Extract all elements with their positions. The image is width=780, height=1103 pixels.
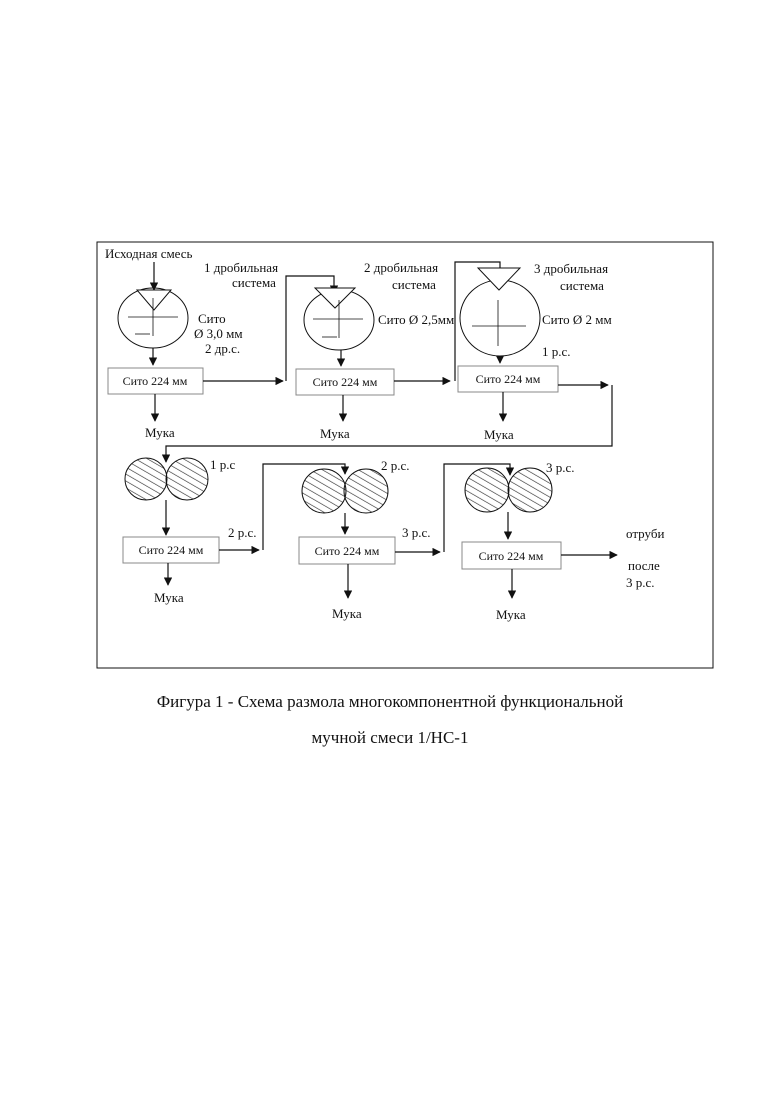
crush2-sieve-line1: Сито Ø 2,5мм	[378, 312, 454, 327]
sieve-box-g1-label: Сито 224 мм	[139, 543, 204, 557]
g2-roller-label: 2 р.с.	[381, 458, 410, 473]
roller-g1-left	[125, 458, 167, 500]
hopper-3	[478, 268, 520, 290]
bran-line2: после	[628, 558, 660, 573]
sieve-box-g2-label: Сито 224 мм	[315, 544, 380, 558]
grinding-system-2: 2 р.с. Сито 224 мм 3 р.с. Мука	[299, 458, 431, 621]
flour-c3: Мука	[484, 427, 514, 442]
crush1-title-line1: 1 дробильная	[204, 260, 278, 275]
hopper-2	[315, 288, 355, 308]
g2-out-label: 3 р.с.	[402, 525, 431, 540]
crush3-out-line: 1 р.с.	[542, 344, 571, 359]
flour-c2: Мука	[320, 426, 350, 441]
sieve-box-c2-label: Сито 224 мм	[313, 375, 378, 389]
crusher-3	[460, 280, 540, 356]
crush1-out-line: 2 др.с.	[205, 341, 240, 356]
crushing-system-1: 1 дробильная система Сито Ø 3,0 мм 2 др.…	[108, 260, 278, 440]
sieve-box-g3-label: Сито 224 мм	[479, 549, 544, 563]
flour-g3: Мука	[496, 607, 526, 622]
start-label: Исходная смесь	[105, 246, 193, 261]
flour-g2: Мука	[332, 606, 362, 621]
crush3-title-line2: система	[560, 278, 604, 293]
crushing-system-3: 3 дробильная система Сито Ø 2 мм 1 р.с. …	[458, 261, 612, 442]
g1-out-label: 2 р.с.	[228, 525, 257, 540]
grinding-system-1: 1 р.с Сито 224 мм 2 р.с. Мука	[123, 457, 257, 605]
hopper-1	[137, 290, 171, 310]
grinding-system-3: 3 р.с. Сито 224 мм Мука	[462, 460, 617, 622]
g3-roller-label: 3 р.с.	[546, 460, 575, 475]
crushing-system-2: 2 дробильная система Сито Ø 2,5мм Сито 2…	[296, 260, 454, 441]
diagram-frame	[97, 242, 713, 668]
sieve-box-c1-label: Сито 224 мм	[123, 374, 188, 388]
crush3-title-line1: 3 дробильная	[534, 261, 608, 276]
crush1-sieve-line1: Сито	[198, 311, 226, 326]
figure-caption-line1: Фигура 1 - Схема размола многокомпонентн…	[0, 692, 780, 712]
sieve-box-c3-label: Сито 224 мм	[476, 372, 541, 386]
crush2-title-line1: 2 дробильная	[364, 260, 438, 275]
crush1-title-line2: система	[232, 275, 276, 290]
crush3-sieve-line1: Сито Ø 2 мм	[542, 312, 612, 327]
flour-c1: Мука	[145, 425, 175, 440]
flour-g1: Мука	[154, 590, 184, 605]
g1-roller-label: 1 р.с	[210, 457, 236, 472]
roller-g1-right	[166, 458, 208, 500]
roller-g2-right	[344, 469, 388, 513]
bran-line1: отруби	[626, 526, 664, 541]
bran-line3: 3 р.с.	[626, 575, 655, 590]
roller-g3-left	[465, 468, 509, 512]
figure-caption-line2: мучной смеси 1/НС-1	[0, 728, 780, 748]
roller-g2-left	[302, 469, 346, 513]
crush2-title-line2: система	[392, 277, 436, 292]
crush1-sieve-line2: Ø 3,0 мм	[194, 326, 243, 341]
